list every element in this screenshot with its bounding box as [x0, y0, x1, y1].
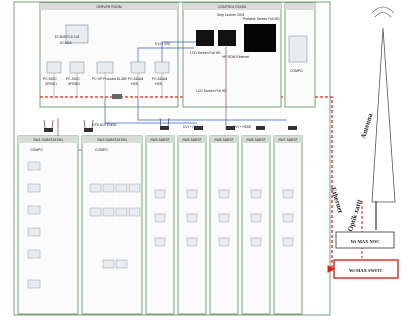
substation-label-2: SW2 SUBSTATION — [97, 138, 127, 142]
gps-antenna-label: GPS ANTENNA — [92, 123, 117, 127]
pc-label: PC ADAM — [128, 77, 143, 81]
rack-label-1: ECB0970-S 101 — [55, 35, 80, 39]
pc-sub: SPINE1 — [45, 82, 57, 86]
substations: SW1 SUBSTATION SW2 SUBSTATION SW3 SUBST … — [17, 123, 303, 315]
pc-sub: HSN — [155, 82, 163, 86]
control-label-5: LCD Screen Full HD — [196, 89, 227, 93]
dvi-link-3: DVI + HDMI — [233, 125, 251, 129]
antenna-icon — [371, 27, 396, 203]
monitor-2 — [218, 30, 236, 46]
switch-room: COMPO — [284, 2, 316, 108]
control-label-4: Portable Screen Full HD — [243, 17, 280, 21]
pc-label: PC HP ProLiant DL380 — [92, 77, 127, 81]
big-screen — [244, 24, 276, 52]
control-label-1: Ship Lecture 2001 — [217, 13, 245, 17]
control-label-2: LCD Screen Full HD — [190, 51, 221, 55]
pc-label: PC ASIO — [43, 77, 57, 81]
pc-sub: SPINE2 — [68, 82, 80, 86]
pc-label: PC ASIO — [66, 77, 80, 81]
control-room: CONTROL ROOM Ship Lecture 2001 LCD Scree… — [182, 2, 282, 108]
substation-label-5: SW5 SUBST — [214, 138, 234, 142]
wimax-switch-label: Wi-MAX SWITC — [349, 268, 383, 273]
cable-lines — [57, 41, 287, 151]
control-label-3: HP ROM Ethernet — [222, 55, 249, 59]
server-rack — [65, 24, 89, 44]
substation-label-1: SW1 SUBSTATION — [33, 138, 63, 142]
substation-compo-1: COMPO — [30, 148, 43, 152]
pc-sub: HSN — [131, 82, 139, 86]
control-room-label: CONTROL ROOM — [218, 5, 246, 9]
router-icons — [43, 117, 297, 132]
substation-label-4: SW4 SUBST — [182, 138, 202, 142]
substation-label-7: SW7 SUBST — [278, 138, 298, 142]
outer-frame — [13, 1, 331, 316]
server-room: SERVER ROOM ECB0970-S 101 SCADA PC ASIO … — [39, 2, 330, 108]
switch-room-compo: COMPO — [290, 69, 303, 73]
wimax-noc-label: Wi-MAX NOC — [350, 239, 379, 244]
dvi-link-2: DVI + DVI — [183, 125, 198, 129]
substation-compo-2: COMPO — [95, 148, 108, 152]
antenna-label: Antenna — [359, 112, 374, 139]
substation-label-3: SW3 SUBST — [150, 138, 170, 142]
pc-label: PC ADAM — [152, 77, 167, 81]
server-room-label: SERVER ROOM — [96, 5, 122, 9]
substation-label-6: SW6 SUBST — [246, 138, 266, 142]
device-grid — [27, 161, 294, 289]
dvi-link-1: DVI + DVI — [155, 42, 170, 46]
monitor-1 — [196, 30, 214, 46]
fiber-label: Optik xatti — [346, 199, 363, 233]
link-labels: DVI + DVI DVI + DVI DVI + HDMI — [155, 42, 251, 129]
rack-label-2: SCADA — [60, 41, 72, 45]
right-side: Antenna Optik xatti Ethernet Wi-MAX NOC … — [327, 6, 399, 279]
